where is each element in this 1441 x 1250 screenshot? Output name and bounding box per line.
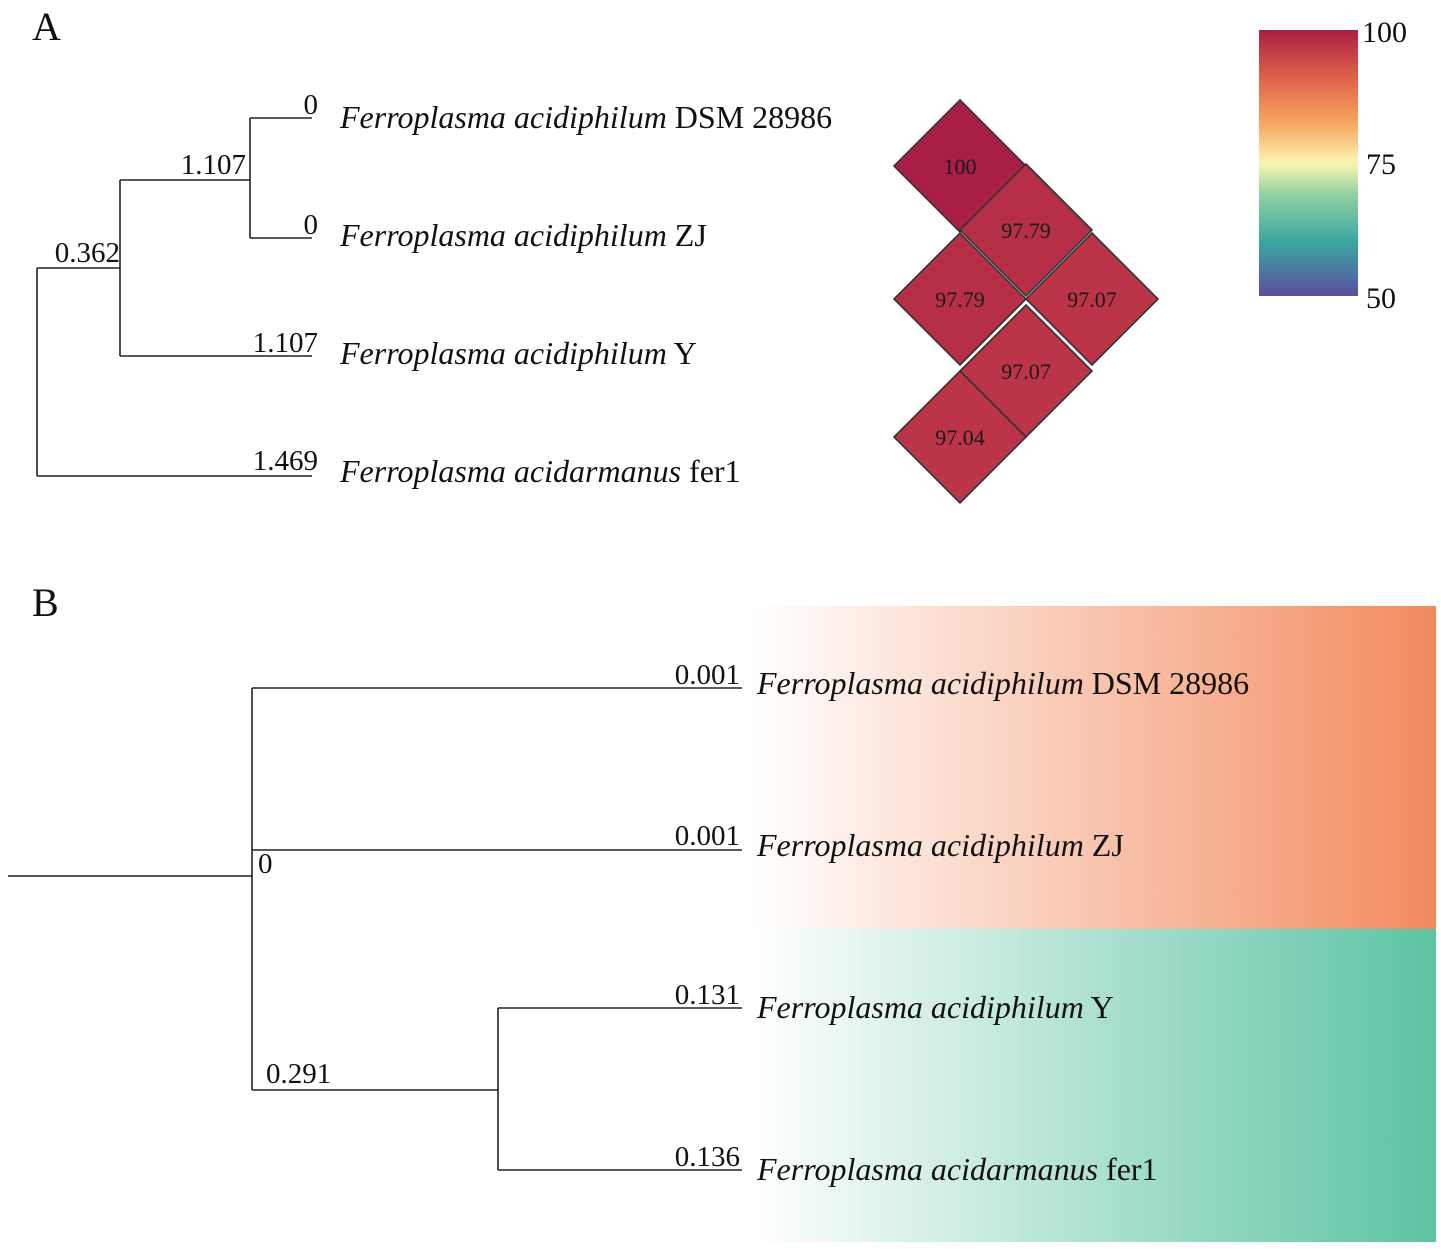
- panel-b-tree: 0.001 0.001 0 0.291 0.131 0.136: [8, 659, 742, 1173]
- taxon-label: Ferroplasma acidarmanus fer1: [339, 453, 741, 489]
- taxon-label: Ferroplasma acidiphilum ZJ: [339, 217, 707, 253]
- branch-label-a-y: 1.107: [253, 327, 318, 359]
- heatmap-cell-label: 97.79: [1001, 218, 1051, 243]
- branch-label-b-fer1: 0.136: [675, 1141, 740, 1173]
- heatmap-cell-label: 97.79: [935, 287, 985, 312]
- taxon-label: Ferroplasma acidarmanus fer1: [756, 1151, 1158, 1187]
- taxon-label: Ferroplasma acidiphilum Y: [339, 335, 697, 371]
- panel-a-letter: A: [32, 4, 61, 49]
- branch-label-a-root-clade: 0.362: [55, 237, 120, 269]
- legend-tick-mid: 75: [1366, 148, 1396, 181]
- branch-label-b-root: 0: [258, 848, 273, 880]
- heatmap-cell: [892, 369, 1028, 505]
- branch-label-b-y: 0.131: [675, 979, 740, 1011]
- group-band-green: [752, 929, 1436, 1242]
- panel-b-letter: B: [32, 580, 59, 625]
- heatmap-cell-label: 97.07: [1001, 359, 1051, 384]
- heatmap-legend: 100 75 50: [1259, 16, 1407, 315]
- legend-tick-max: 100: [1362, 16, 1407, 49]
- ani-heatmap: 100 97.79 97.79 97.07 97.07 97.04: [892, 98, 1160, 505]
- taxon-label: Ferroplasma acidiphilum DSM 28986: [339, 99, 832, 135]
- branch-label-a-dsm: 0: [304, 89, 319, 121]
- heatmap-cell-label: 97.04: [935, 425, 985, 450]
- branch-label-b-dsm: 0.001: [675, 659, 740, 691]
- branch-label-a-fer1: 1.469: [253, 445, 318, 477]
- branch-label-a-zj: 0: [304, 209, 319, 241]
- panel-a-tree: 0 0 1.107 1.107 0.362 1.469: [36, 89, 319, 477]
- taxon-label: Ferroplasma acidiphilum Y: [756, 989, 1114, 1025]
- legend-colorbar: [1259, 30, 1358, 296]
- branch-label-b-clade: 0.291: [266, 1058, 331, 1090]
- heatmap-cell: [958, 162, 1094, 298]
- heatmap-cell-label: 97.07: [1067, 287, 1117, 312]
- heatmap-cell-label: 100: [944, 154, 977, 179]
- taxon-label: Ferroplasma acidiphilum ZJ: [756, 827, 1124, 863]
- heatmap-cell: [892, 231, 1028, 367]
- branch-label-a-inner-clade: 1.107: [181, 149, 246, 181]
- branch-label-b-zj: 0.001: [675, 820, 740, 852]
- heatmap-cell: [1024, 231, 1160, 367]
- panel-b-taxa: Ferroplasma acidiphilum DSM 28986 Ferrop…: [756, 665, 1249, 1187]
- panel-a-taxa: Ferroplasma acidiphilum DSM 28986 Ferrop…: [339, 99, 832, 489]
- taxon-label: Ferroplasma acidiphilum DSM 28986: [756, 665, 1249, 701]
- legend-tick-min: 50: [1366, 282, 1396, 315]
- group-band-orange: [752, 606, 1436, 929]
